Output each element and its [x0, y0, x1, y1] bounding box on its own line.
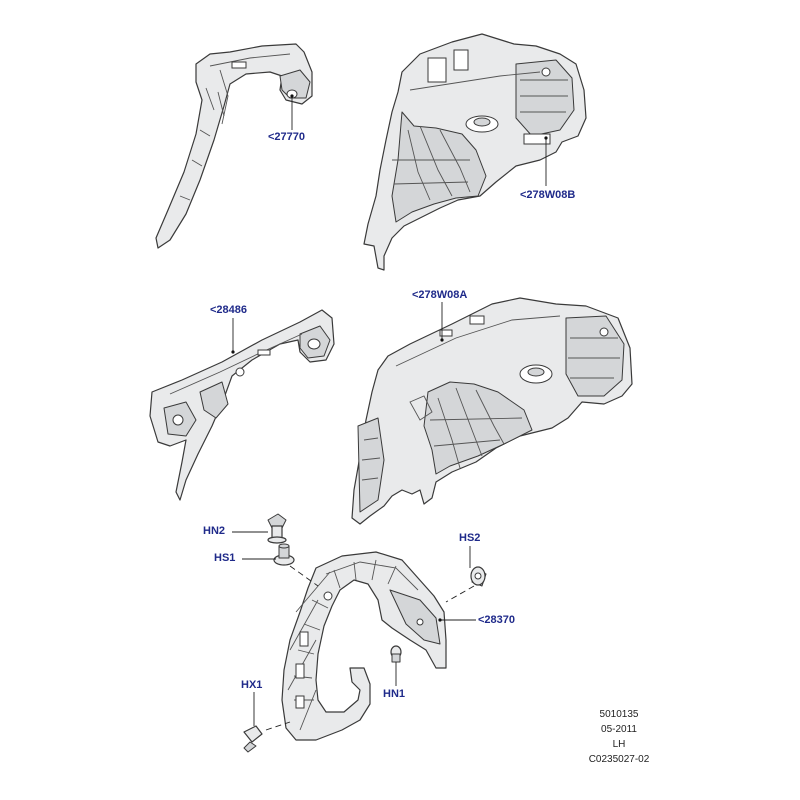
part-278W08A-wheelhouse [351, 297, 633, 525]
fastener-hx1 [243, 725, 263, 753]
callout-hn2: HN2 [203, 525, 226, 537]
callout-hs2: HS2 [459, 532, 481, 544]
callout-28370: <28370 [478, 614, 516, 626]
leader-lines [231, 94, 548, 731]
fastener-hn2 [267, 513, 287, 544]
part-278W08B-wheelhouse [363, 33, 587, 271]
reference-side: LH [612, 739, 626, 750]
callout-278W08A: <278W08A [412, 289, 468, 301]
part-28370-wheel-arch-liner [281, 551, 447, 741]
callout-hs1: HS1 [214, 552, 236, 564]
callout-278W08B: <278W08B [520, 189, 576, 201]
reference-date: 05-2011 [601, 724, 637, 735]
callout-hn1: HN1 [383, 688, 406, 700]
reference-id: C0235027-02 [588, 754, 650, 765]
callout-27770: <27770 [268, 131, 306, 143]
fastener-hn1 [390, 645, 402, 663]
part-27770-reinforcement [155, 43, 313, 249]
fastener-hs1 [273, 543, 295, 566]
reference-code: 5010135 [599, 709, 639, 720]
fastener-hs2 [470, 566, 487, 587]
part-28486-reinforcement [149, 309, 335, 501]
callout-28486: <28486 [210, 304, 248, 316]
callout-hx1: HX1 [241, 679, 263, 691]
